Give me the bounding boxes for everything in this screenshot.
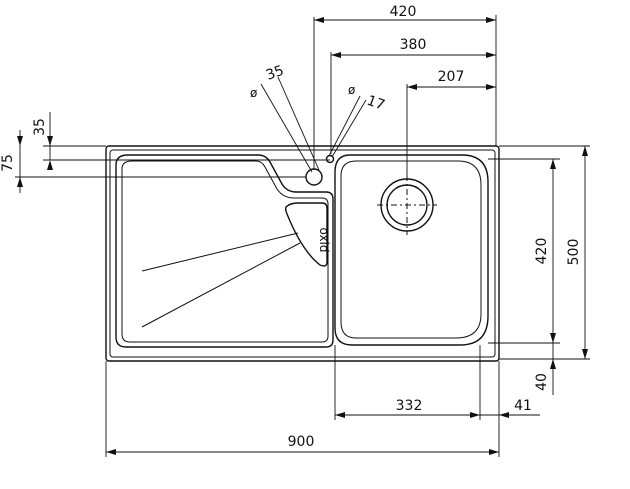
dim-label-75-left: 75 bbox=[0, 154, 16, 172]
sink-inner-edge bbox=[109, 149, 496, 358]
extension-lines bbox=[15, 15, 590, 457]
dim-label-332: 332 bbox=[396, 398, 423, 414]
sink-outer-edge bbox=[105, 145, 500, 362]
main-bowl bbox=[334, 154, 489, 346]
drainer-board bbox=[115, 154, 334, 348]
dim-label-35-left: 35 bbox=[32, 118, 48, 136]
tap-hole-small bbox=[325, 154, 335, 164]
dim-label-40: 40 bbox=[534, 373, 550, 391]
tap-hole-small-leader-b bbox=[331, 99, 367, 158]
logo-plate-outline bbox=[284, 202, 328, 267]
dim-label-41: 41 bbox=[514, 398, 532, 414]
right-dimensions: 420 500 40 bbox=[534, 146, 588, 395]
dim-label-420-right: 420 bbox=[534, 238, 550, 265]
drainer-outer-contour bbox=[115, 154, 334, 348]
tap-hole-large-leader-b bbox=[277, 76, 320, 171]
drainer-groove-lower bbox=[141, 242, 301, 328]
tap-hole-large-leader-a bbox=[260, 83, 313, 173]
dim-symbol-diameter-17: ø bbox=[348, 83, 355, 97]
drainer-groove-upper bbox=[141, 232, 299, 272]
bowl-drain bbox=[377, 175, 437, 235]
dim-label-500: 500 bbox=[566, 239, 582, 266]
tap-hole-large bbox=[305, 168, 323, 186]
logo-plate: oxid bbox=[284, 202, 331, 267]
dim-label-420-top: 420 bbox=[390, 4, 417, 20]
tap-hole-small-leader-a bbox=[328, 95, 361, 157]
left-dimensions: 35 75 bbox=[0, 112, 53, 193]
bowl-inner-contour bbox=[340, 160, 482, 339]
drainer-inner-contour bbox=[121, 160, 329, 343]
dim-label-diameter-35: 35 bbox=[264, 63, 286, 84]
dim-label-900: 900 bbox=[288, 434, 315, 450]
dim-label-207: 207 bbox=[438, 69, 465, 85]
dim-symbol-diameter-35: ø bbox=[250, 86, 257, 100]
sink-outline bbox=[105, 145, 500, 362]
bowl-outer-contour bbox=[334, 154, 489, 346]
logo-text: oxid bbox=[317, 227, 331, 252]
dim-label-380: 380 bbox=[400, 37, 427, 53]
bottom-dimensions: 332 41 900 bbox=[106, 398, 540, 455]
top-dimensions: 420 380 207 ø 35 ø 17 bbox=[250, 4, 496, 114]
dim-label-diameter-17: 17 bbox=[365, 93, 387, 114]
